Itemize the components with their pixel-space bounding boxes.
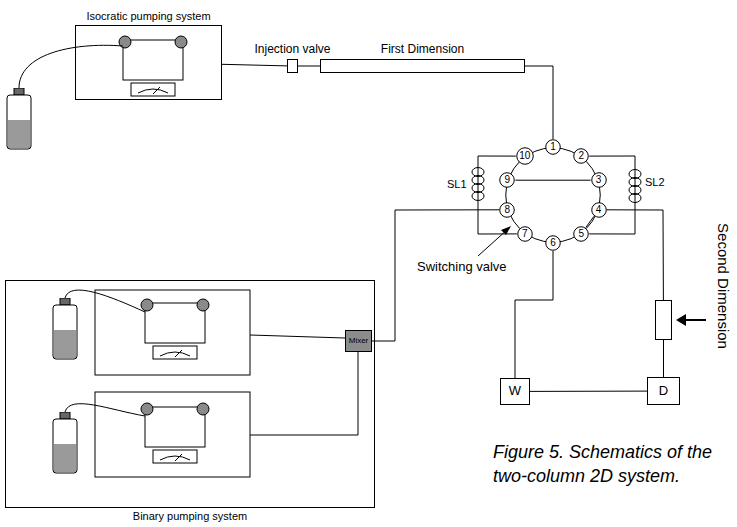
valve-port: 6 (545, 235, 561, 251)
column: Second Dimension (655, 300, 672, 340)
tubing-line (515, 251, 553, 378)
tubing-line (372, 210, 499, 341)
waste-box: W (500, 378, 530, 405)
solvent-tube (65, 404, 145, 416)
circle-outline (517, 148, 534, 165)
node-heading: First Dimension (381, 43, 464, 57)
node-heading: Second Dimension (714, 223, 731, 349)
valve-port: 8 (499, 202, 515, 218)
circle-outline (591, 203, 606, 218)
figure-caption: Figure 5. Schematics of the two-column 2… (493, 440, 733, 489)
node-label: 10 (519, 150, 530, 162)
tubing-line (515, 180, 590, 181)
node-heading: Injection valve (254, 43, 330, 57)
solvent-bottle (7, 88, 31, 149)
node-heading: Switching valve (417, 260, 507, 275)
node-label: 5 (578, 228, 584, 240)
tubing-line (222, 64, 287, 66)
pump-symbol (141, 403, 209, 463)
node-label: 9 (505, 174, 511, 186)
solvent-tube (65, 290, 145, 312)
tubing-line (586, 216, 594, 227)
node-label: 8 (505, 204, 511, 216)
node-label: D (659, 384, 668, 399)
valve-port: 10 (516, 147, 534, 165)
loop-label: SL2 (644, 176, 666, 189)
tubing-line (298, 66, 320, 67)
pointer-arrow (478, 229, 508, 256)
node-label: 6 (550, 237, 556, 249)
valve-port: 2 (573, 148, 589, 164)
circle-outline (518, 227, 533, 242)
circle-outline (574, 149, 589, 164)
circle-outline (500, 173, 515, 188)
valve-port: 5 (573, 226, 589, 242)
tubing-line (589, 156, 635, 234)
node-label: 3 (596, 174, 602, 186)
circle-outline (546, 140, 561, 155)
pump-housing (95, 392, 250, 477)
pump-housing: Isocratic pumping system (75, 25, 222, 100)
pump-outlet-line (250, 335, 345, 338)
circle-outline (591, 173, 606, 188)
solvent-bottle (53, 298, 77, 359)
node-label: 4 (596, 204, 602, 216)
detector-box: D (647, 377, 680, 405)
node-label: 1 (550, 141, 556, 153)
mixer-box: Mixer (345, 330, 372, 352)
node-heading: Isocratic pumping system (86, 10, 210, 23)
tubing-line (530, 391, 647, 392)
tubing-line (478, 156, 517, 234)
tubing-line (607, 210, 664, 300)
valve-port: 1 (545, 139, 561, 155)
node-label: W (509, 384, 521, 399)
node-label: 7 (522, 228, 528, 240)
circle-outline (546, 236, 561, 251)
node-heading: Binary pumping system (133, 510, 247, 523)
switching-valve: Switching valve12345678910 (505, 147, 601, 243)
circle-outline (574, 227, 589, 242)
node-label: 2 (578, 150, 584, 162)
valve-port: 9 (499, 172, 515, 188)
circle-outline (500, 203, 515, 218)
pump-housing: Binary pumping systemMixer (5, 280, 375, 508)
pump-symbol (119, 36, 187, 96)
pump-housing (95, 290, 250, 375)
valve-port: 3 (591, 172, 607, 188)
valve-port: 7 (517, 226, 533, 242)
node-label: Mixer (349, 336, 369, 345)
column: First Dimension (320, 59, 525, 73)
loop-label: SL1 (446, 178, 468, 191)
tubing-line (663, 340, 664, 377)
solvent-bottle (53, 412, 77, 473)
arrowhead (676, 314, 686, 326)
pump-symbol (141, 299, 209, 359)
tubing-line (525, 66, 553, 139)
injection-valve: Injection valve (287, 59, 298, 73)
valve-port: 4 (591, 202, 607, 218)
pump-outlet-line (250, 352, 358, 435)
circle-outline (506, 148, 601, 243)
solvent-tube (19, 45, 123, 88)
